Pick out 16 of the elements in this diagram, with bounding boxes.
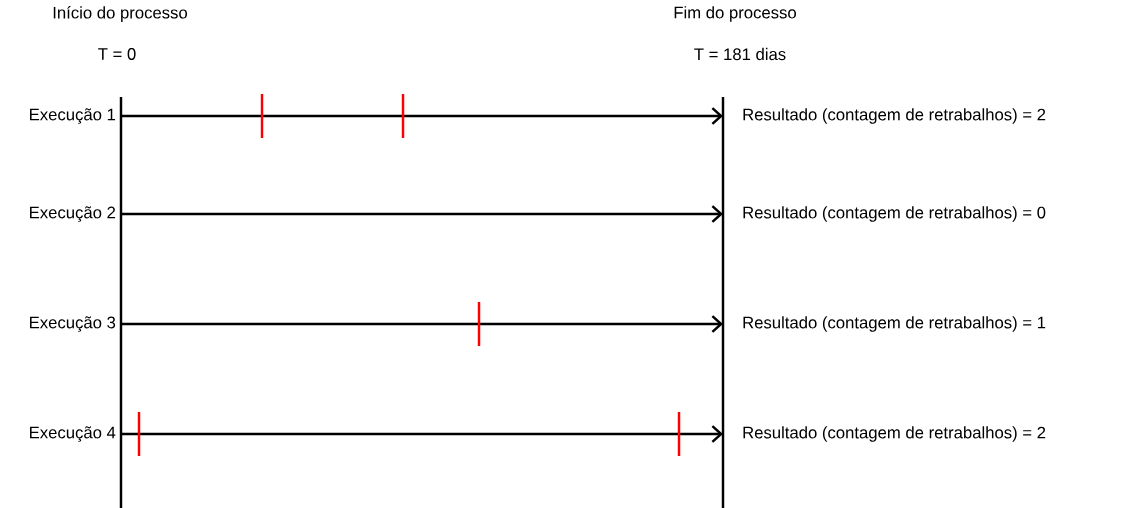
arrow bbox=[120, 205, 723, 223]
arrow bbox=[120, 425, 723, 443]
arrow bbox=[120, 315, 723, 333]
run-label: Execução 3 bbox=[30, 316, 116, 332]
run-label: Execução 2 bbox=[30, 206, 116, 222]
arrow bbox=[120, 107, 723, 125]
header-label: T = 0 bbox=[98, 48, 136, 60]
header-label: Início do processo bbox=[53, 6, 188, 22]
run-label: Execução 4 bbox=[30, 426, 116, 442]
header-label: Fim do processo bbox=[674, 6, 796, 22]
result-label: Resultado (contagem de retrabalhos) = 1 bbox=[743, 316, 1046, 332]
result-label: Resultado (contagem de retrabalhos) = 2 bbox=[743, 426, 1046, 442]
run-label: Execução 1 bbox=[30, 108, 116, 124]
header-label: T = 181 dias bbox=[694, 47, 786, 61]
result-label: Resultado (contagem de retrabalhos) = 2 bbox=[743, 108, 1046, 124]
result-label: Resultado (contagem de retrabalhos) = 0 bbox=[743, 206, 1046, 222]
